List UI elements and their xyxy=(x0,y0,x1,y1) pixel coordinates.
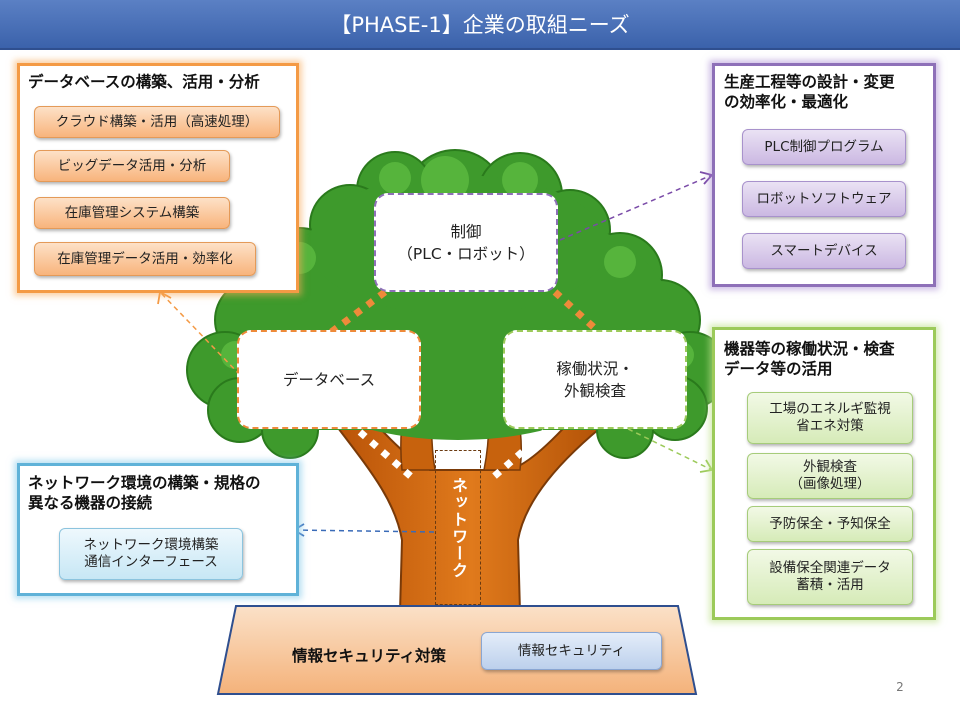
production-group-title-line2: の効率化・最適化 xyxy=(724,93,849,111)
database-item-bigdata: ビッグデータ活用・分析 xyxy=(34,150,230,182)
equipment-item-maintenance-data: 設備保全関連データ 蓄積・活用 xyxy=(747,549,913,605)
production-item-plc: PLC制御プログラム xyxy=(742,129,906,165)
production-group: 生産工程等の設計・変更 の効率化・最適化 PLC制御プログラム ロボットソフトウ… xyxy=(712,63,936,287)
equipment-item-maintenance: 予防保全・予知保全 xyxy=(747,506,913,542)
security-item: 情報セキュリティ xyxy=(481,632,662,670)
control-node: 制御 （PLC・ロボット） xyxy=(374,193,558,292)
production-group-title-line1: 生産工程等の設計・変更 xyxy=(724,73,895,91)
control-node-line1: 制御 xyxy=(450,222,482,241)
network-group: ネットワーク環境の構築・規格の 異なる機器の接続 ネットワーク環境構築 通信イン… xyxy=(17,463,299,596)
production-group-title: 生産工程等の設計・変更 の効率化・最適化 xyxy=(724,72,895,112)
arrow-to-equipment xyxy=(619,424,713,471)
tree-connectors xyxy=(327,289,603,483)
equipment-group-title-line1: 機器等の稼働状況・検査 xyxy=(724,340,895,358)
database-node: データベース xyxy=(237,330,421,429)
network-item-line1: ネットワーク環境構築 xyxy=(83,537,219,553)
network-group-title-line2: 異なる機器の接続 xyxy=(28,494,153,512)
equipment-item-inspection-line1: 外観検査 xyxy=(803,459,857,475)
network-trunk-label: ネットワーク xyxy=(435,450,481,605)
database-item-cloud: クラウド構築・活用（高速処理） xyxy=(34,106,280,138)
database-group: データベースの構築、活用・分析 クラウド構築・活用（高速処理） ビッグデータ活用… xyxy=(17,63,299,293)
security-base xyxy=(216,605,698,695)
network-group-title-line1: ネットワーク環境の構築・規格の xyxy=(28,474,261,492)
network-item-line2: 通信インターフェース xyxy=(84,554,218,570)
database-node-label: データベース xyxy=(282,370,376,389)
database-item-inventory-data: 在庫管理データ活用・効率化 xyxy=(34,242,256,276)
equipment-item-inspection: 外観検査 （画像処理） xyxy=(747,453,913,499)
arrow-to-database xyxy=(159,291,241,376)
network-item: ネットワーク環境構築 通信インターフェース xyxy=(59,528,243,580)
equipment-item-maintenance-data-line1: 設備保全関連データ xyxy=(769,560,891,576)
arrow-to-production xyxy=(559,174,713,241)
slide-title: 【PHASE-1】企業の取組ニーズ xyxy=(330,13,630,37)
equipment-group: 機器等の稼働状況・検査 データ等の活用 工場のエネルギ監視 省エネ対策 外観検査… xyxy=(712,327,936,620)
equipment-item-energy-line1: 工場のエネルギ監視 xyxy=(769,401,891,417)
equipment-item-energy: 工場のエネルギ監視 省エネ対策 xyxy=(747,392,913,444)
network-group-title: ネットワーク環境の構築・規格の 異なる機器の接続 xyxy=(28,473,261,513)
production-item-smart-device: スマートデバイス xyxy=(742,233,906,269)
tree-trunk xyxy=(330,359,613,613)
page-number: 2 xyxy=(896,680,904,694)
status-node: 稼働状況・ 外観検査 xyxy=(503,330,687,429)
equipment-item-maintenance-data-line2: 蓄積・活用 xyxy=(796,577,864,593)
control-node-line2: （PLC・ロボット） xyxy=(397,244,535,263)
equipment-group-title: 機器等の稼働状況・検査 データ等の活用 xyxy=(724,339,895,379)
slide-title-bar: 【PHASE-1】企業の取組ニーズ xyxy=(0,0,960,50)
equipment-group-title-line2: データ等の活用 xyxy=(724,360,833,378)
dashed-arrows xyxy=(159,174,713,533)
security-label: 情報セキュリティ対策 xyxy=(291,647,447,665)
equipment-item-energy-line2: 省エネ対策 xyxy=(796,418,864,434)
equipment-item-inspection-line2: （画像処理） xyxy=(789,476,871,492)
status-node-line1: 稼働状況・ xyxy=(556,359,634,378)
status-node-line2: 外観検査 xyxy=(563,381,626,400)
database-item-inventory-system: 在庫管理システム構築 xyxy=(34,197,230,229)
database-group-title: データベースの構築、活用・分析 xyxy=(28,73,260,91)
production-item-robot: ロボットソフトウェア xyxy=(742,181,906,217)
